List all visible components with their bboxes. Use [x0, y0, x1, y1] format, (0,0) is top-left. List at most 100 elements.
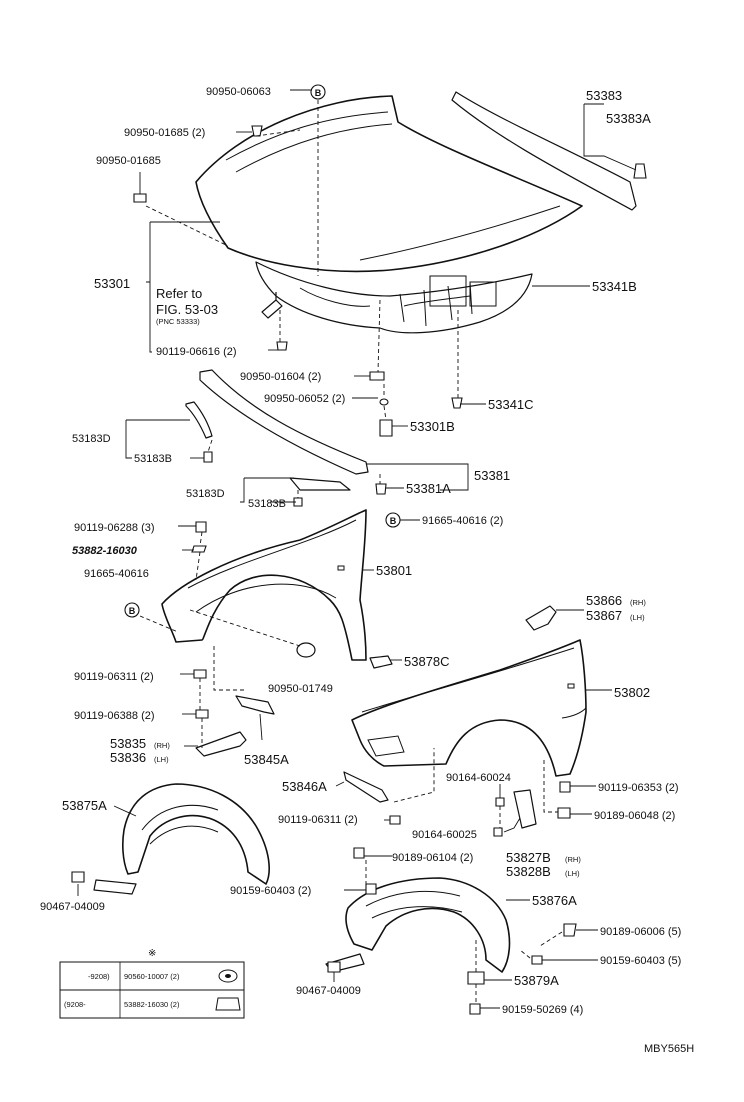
- legend-mark: ※: [148, 948, 156, 959]
- legend-row1-range: -9208): [88, 972, 110, 981]
- legend-row1-part: 90560-10007 (2): [124, 972, 180, 981]
- label-90950-01604: 90950-01604 (2): [240, 371, 321, 383]
- label-53878c: 53878C: [404, 654, 450, 669]
- label-90467-04009-b: 90467-04009: [296, 985, 361, 997]
- label-53802: 53802: [614, 685, 650, 700]
- side-seal-b[interactable]: [289, 477, 351, 491]
- hood-bumper-icon: [133, 193, 147, 203]
- label-53835-rh: (RH): [154, 741, 170, 750]
- leader-lines: [77, 89, 637, 1009]
- label-91665-40616-2: 91665-40616 (2): [422, 515, 503, 527]
- label-90950-01749: 90950-01749: [268, 683, 333, 695]
- label-53183b-a: 53183B: [134, 453, 172, 465]
- fender-liner-53876a[interactable]: [325, 877, 511, 973]
- clip-icon: [467, 971, 485, 985]
- label-53867: 53867: [586, 608, 622, 623]
- circle-b-fender: B: [385, 512, 401, 528]
- label-53301: 53301: [94, 276, 130, 291]
- fender-bracket-53866[interactable]: [525, 605, 557, 631]
- label-90164-60025: 90164-60025: [412, 829, 477, 841]
- label-90119-06388: 90119-06388 (2): [74, 710, 155, 722]
- label-90164-60024: 90164-60024: [446, 772, 511, 784]
- bolt-icon: [451, 397, 463, 409]
- label-90159-50269: 90159-50269 (4): [502, 1004, 583, 1016]
- washer-icon: [379, 398, 389, 406]
- label-53828b: 53828B: [506, 864, 551, 879]
- label-90950-06052: 90950-06052 (2): [264, 393, 345, 405]
- label-53835: 53835: [110, 736, 146, 751]
- front-fender-53802[interactable]: [351, 639, 587, 777]
- label-53882-16030: 53882-16030: [72, 545, 138, 557]
- front-fender-53801[interactable]: [161, 509, 367, 661]
- label-53301b: 53301B: [410, 419, 455, 434]
- side-seal-a[interactable]: [185, 401, 213, 439]
- bolt-icon: [195, 709, 209, 719]
- fender-bracket-53846a[interactable]: [343, 771, 389, 803]
- label-53827b-rh: (RH): [565, 855, 581, 864]
- hood-weatherstrip[interactable]: [451, 91, 637, 211]
- label-90189-06104: 90189-06104 (2): [392, 852, 473, 864]
- bolt-icon: [557, 807, 571, 819]
- spacer-icon: [215, 997, 241, 1011]
- hood-inner-frame[interactable]: [255, 261, 533, 334]
- clip-53383a-icon: [633, 163, 647, 179]
- label-90950-01685-2: 90950-01685 (2): [124, 127, 205, 139]
- fender-bracket-53835[interactable]: [195, 731, 247, 757]
- fender-liner-53875a[interactable]: [93, 783, 270, 895]
- cushion-icon: [369, 371, 385, 381]
- circle-b-top: B: [310, 84, 326, 100]
- label-90950-01685: 90950-01685: [96, 155, 161, 167]
- alignment-lines: [139, 100, 563, 1004]
- label-90119-06288: 90119-06288 (3): [74, 522, 155, 534]
- hood-seal-strip[interactable]: [199, 369, 369, 475]
- label-90119-06311-a: 90119-06311 (2): [74, 671, 154, 683]
- bolt-icon: [276, 341, 288, 351]
- label-90189-06006: 90189-06006 (5): [600, 926, 681, 938]
- mudflap-53827b[interactable]: [513, 789, 537, 829]
- circle-b-fender-label: B: [390, 516, 397, 526]
- circle-b-left: B: [124, 602, 140, 618]
- bolt-icon: [365, 883, 377, 895]
- fender-bracket-53878c[interactable]: [369, 655, 393, 669]
- legend-row2-range: (9208-: [64, 1000, 86, 1009]
- screw-icon: [495, 797, 505, 807]
- bolt-icon: [195, 521, 207, 533]
- fender-bracket-53845a[interactable]: [235, 695, 275, 715]
- label-53183d-a: 53183D: [72, 433, 111, 445]
- clip-icon: [563, 923, 577, 937]
- label-53836-lh: (LH): [154, 755, 169, 764]
- label-90159-60403-2: 90159-60403 (2): [230, 885, 311, 897]
- diagram-code: MBY565H: [644, 1043, 694, 1055]
- label-53879a: 53879A: [514, 973, 559, 988]
- plug-90950-01749[interactable]: [296, 642, 316, 658]
- refer-line-3: (PNC 53333): [156, 317, 200, 326]
- screw-icon: [493, 827, 503, 837]
- hood-bumper-icon: [251, 125, 263, 137]
- label-53827b: 53827B: [506, 850, 551, 865]
- label-90159-60403-5: 90159-60403 (5): [600, 955, 681, 967]
- label-90119-06311-b: 90119-06311 (2): [278, 814, 358, 826]
- label-53867-lh: (LH): [630, 613, 645, 622]
- label-91665-40616: 91665-40616: [84, 568, 149, 580]
- label-53876a: 53876A: [532, 893, 577, 908]
- screw-icon: [531, 955, 543, 965]
- legend-table: ※ -9208) 90560-10007 (2) (9208- 53882-16…: [59, 948, 245, 1019]
- label-53381a: 53381A: [406, 481, 451, 496]
- circle-b-top-label: B: [315, 88, 322, 98]
- legend-row2-part: 53882-16030 (2): [124, 1000, 180, 1009]
- clip-icon: [203, 451, 213, 463]
- circle-b-left-label: B: [129, 606, 136, 616]
- refer-line-2: FIG. 53-03: [156, 302, 218, 317]
- hood-panel[interactable]: [195, 95, 583, 273]
- label-53183d-b: 53183D: [186, 488, 225, 500]
- label-53383: 53383: [586, 88, 622, 103]
- label-53828b-lh: (LH): [565, 869, 580, 878]
- screw-icon: [469, 1003, 481, 1015]
- bolt-icon: [375, 483, 387, 495]
- bolt-icon: [559, 781, 571, 793]
- bolt-icon: [389, 815, 401, 825]
- label-90119-06616: 90119-06616 (2): [156, 346, 237, 358]
- label-53836: 53836: [110, 750, 146, 765]
- label-53381: 53381: [474, 468, 510, 483]
- label-53875a: 53875A: [62, 798, 107, 813]
